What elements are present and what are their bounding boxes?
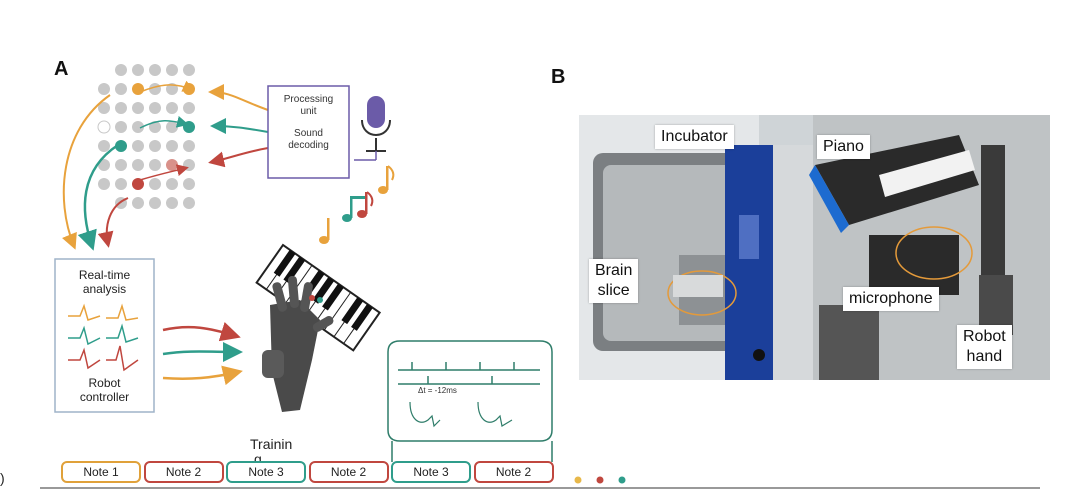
electrode-dot (98, 140, 110, 152)
electrode-dot (98, 102, 110, 114)
electrode-dot (149, 197, 161, 209)
electrode-dot (183, 64, 195, 76)
timing-frame (387, 340, 553, 462)
electrode-dot (166, 121, 178, 133)
analysis-box (54, 258, 155, 413)
electrode-dot (132, 64, 144, 76)
electrode-dot (115, 140, 127, 152)
electrode-grid (97, 64, 195, 209)
electrode-dot (149, 121, 161, 133)
edge-mark: ) (0, 470, 5, 486)
electrode-dot (149, 140, 161, 152)
electrode-dot (132, 197, 144, 209)
arrow-teal-right (162, 341, 243, 362)
electrode-dot (115, 159, 127, 171)
electrode-dot (183, 159, 195, 171)
incubator-label: Incubator (655, 125, 734, 149)
electrode-dot (149, 102, 161, 114)
note-box: Note 3 (226, 461, 306, 483)
note-box: Note 1 (61, 461, 141, 483)
arrow-orange-down (62, 94, 111, 250)
electrode-dot (166, 140, 178, 152)
electrode-dot (183, 121, 195, 133)
brain-slice-label: Brain slice (589, 259, 639, 303)
training-label: Trainin g (250, 436, 293, 467)
electrode-dot (98, 159, 110, 171)
arrow-orange-right (162, 365, 243, 386)
robot-controller-label: Robot controller (79, 376, 130, 404)
electrode-dot (149, 178, 161, 190)
electrode-dot (132, 121, 144, 133)
arrow-teal-down (77, 143, 119, 251)
piano-label: Piano (817, 135, 870, 159)
robot-hand-icon (262, 275, 334, 412)
electrode-dot (132, 102, 144, 114)
electrode-dot (115, 121, 127, 133)
electrode-dot (183, 140, 195, 152)
music-notes-icon (319, 165, 395, 244)
electrode-dot (149, 83, 161, 95)
electrode-dot (115, 178, 127, 190)
electrode-dot (183, 197, 195, 209)
setup-photo: Incubator Piano Brain slice microphone R… (579, 115, 1050, 380)
arrow-red-right (162, 322, 241, 342)
electrode-dot (166, 178, 178, 190)
microphone-icon (354, 96, 391, 161)
electrode-dot (166, 159, 178, 171)
note-box: Note 2 (473, 461, 554, 483)
electrode-dot (98, 178, 110, 190)
electrode-dot (132, 83, 144, 95)
delta-t-label: Δt = -12ms (418, 386, 457, 395)
continuation-dot (596, 476, 604, 484)
electrode-dot (149, 159, 161, 171)
arrow-teal-top (210, 118, 269, 135)
electrode-dot (132, 140, 144, 152)
electrode-dot (166, 197, 178, 209)
processing-unit-label: Processing unit Sound decoding (283, 94, 334, 151)
electrode-dot (166, 83, 178, 95)
continuation-dot (618, 476, 626, 484)
realtime-analysis-label: Real-time analysis (78, 268, 131, 296)
arrow-orange-top (208, 84, 269, 111)
continuation-dots (574, 476, 626, 484)
electrode-dot (115, 64, 127, 76)
panel-b-label: B (551, 66, 566, 88)
note-box: Note 2 (143, 461, 224, 483)
continuation-dot (574, 476, 582, 484)
note-box: Note 3 (391, 461, 471, 483)
processing-unit-box (267, 85, 350, 179)
spike-waveforms (68, 303, 139, 372)
electrode-dot (132, 178, 144, 190)
robot-hand-label: Robot hand (957, 325, 1012, 369)
spike-raster (398, 362, 540, 385)
electrode-dot (132, 159, 144, 171)
electrode-dot (97, 120, 111, 134)
note-box: Note 2 (308, 461, 389, 483)
electrode-dot (166, 64, 178, 76)
electrode-dot (149, 64, 161, 76)
arrow-red-down (97, 197, 129, 248)
electrode-dot (183, 178, 195, 190)
electrode-dot (115, 83, 127, 95)
electrode-dot (98, 83, 110, 95)
electrode-dot (183, 102, 195, 114)
electrode-dot (166, 102, 178, 114)
arrow-red-top (208, 147, 269, 168)
electrode-dot (115, 102, 127, 114)
microphone-label: microphone (843, 287, 939, 311)
panel-a-label: A (54, 58, 69, 80)
